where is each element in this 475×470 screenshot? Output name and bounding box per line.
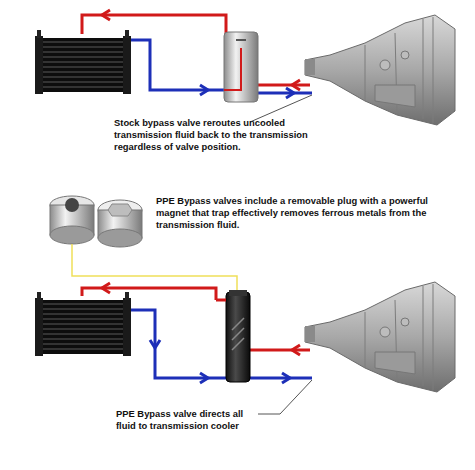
annotation-note: PPE Bypass valves include a removable pl… xyxy=(156,195,446,231)
annotation-note: PPE Bypass valve directs all fluid to tr… xyxy=(116,408,261,432)
annotation-note: Stock bypass valve reroutes uncooled tra… xyxy=(114,117,329,153)
